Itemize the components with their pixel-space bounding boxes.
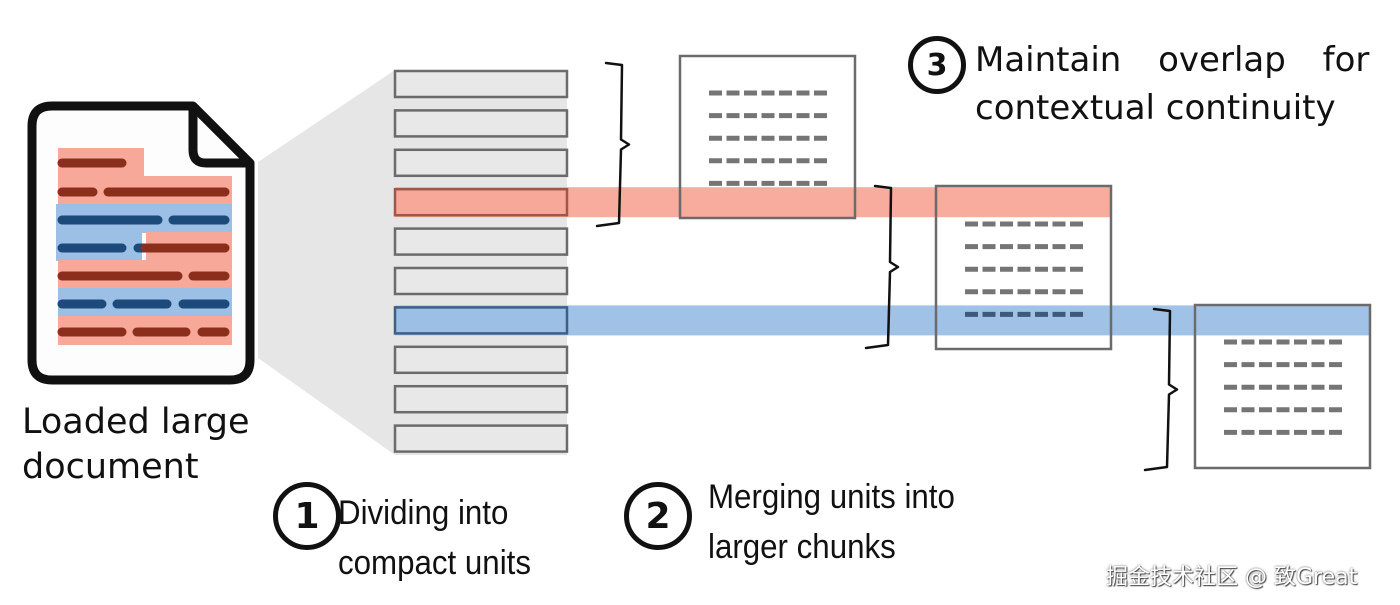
watermark: 掘金技术社区 @ 致Great	[1106, 565, 1358, 590]
unit-box-0	[393, 69, 569, 99]
step-1-label: Dividing into compact units	[338, 488, 531, 588]
unit-box-3	[393, 187, 569, 217]
step-2-number-icon: 2	[624, 482, 692, 550]
document-label: Loaded large document	[22, 400, 250, 490]
step-2-number: 2	[645, 495, 671, 537]
step-2-line-1: Merging units into	[708, 478, 955, 516]
step-3-label: Maintain overlap for contextual continui…	[975, 36, 1369, 132]
step-1-line-2: compact units	[338, 544, 531, 582]
unit-box-6	[393, 306, 569, 335]
step-1-line-1: Dividing into	[338, 494, 509, 532]
unit-box-4	[393, 227, 569, 256]
step-3-line-2: contextual continuity	[975, 88, 1336, 128]
unit-box-9	[393, 424, 569, 453]
step-3-number-icon: 3	[908, 36, 966, 94]
document-fold-icon	[188, 106, 250, 168]
step-2-line-2: larger chunks	[708, 528, 896, 566]
step-1-number-icon: 1	[273, 482, 341, 550]
unit-box-8	[393, 384, 569, 414]
step-3-number: 3	[926, 47, 948, 83]
unit-box-1	[393, 109, 569, 138]
step-2-label: Merging units into larger chunks	[708, 472, 955, 572]
document-label-line-2: document	[22, 447, 199, 487]
step-1-number: 1	[294, 495, 320, 537]
chunk-2-box	[934, 184, 1113, 351]
funnel-projection	[258, 70, 395, 455]
brace-icon-1	[595, 61, 631, 228]
step-3-line-1: Maintain overlap for	[975, 40, 1370, 80]
unit-box-5	[393, 266, 569, 296]
brace-icon-2	[864, 184, 900, 350]
chunk-1-box	[678, 54, 857, 220]
unit-box-2	[393, 148, 569, 178]
unit-box-7	[393, 345, 569, 375]
chunk-3-box	[1193, 303, 1372, 470]
document-label-line-1: Loaded large	[22, 402, 250, 442]
brace-icon-3	[1143, 307, 1179, 472]
